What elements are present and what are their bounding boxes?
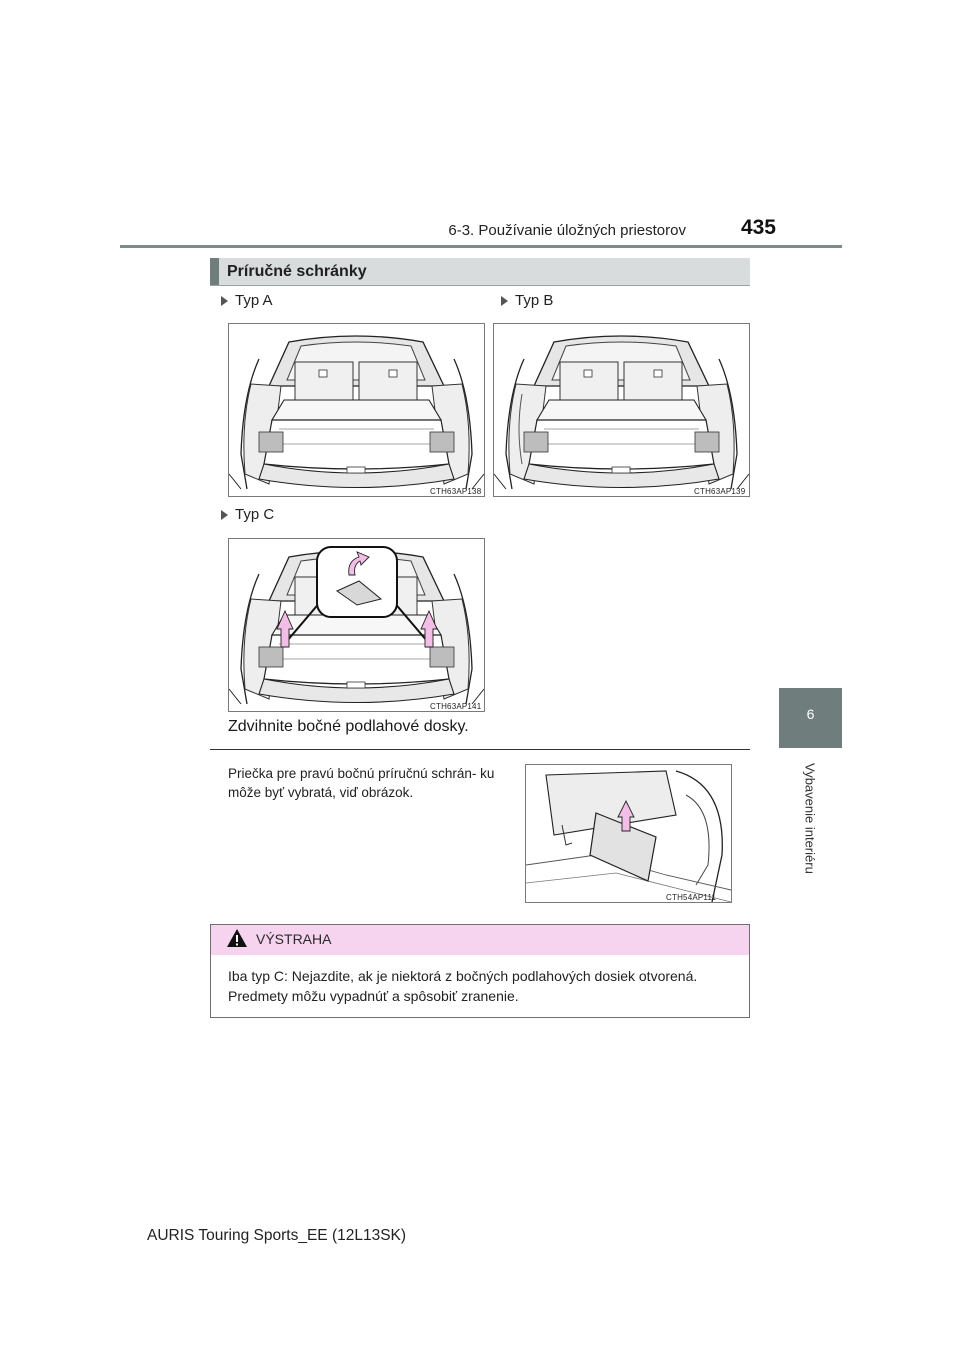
figure-code: CTH63AP138 [430,487,482,496]
figure-label-typ-a: Typ A [221,292,273,309]
chapter-title: Vybavenie interiéru [802,763,818,874]
chapter-tab [779,688,842,748]
note-text: Priečka pre pravú bočnú príručnú schrán-… [228,766,495,800]
figure-partition [525,764,732,903]
figure-label-typ-b: Typ B [501,292,553,309]
footer-model: AURIS Touring Sports_EE (12L13SK) [147,1227,407,1244]
warning-text: Iba typ C: Nejazdite, ak je niektorá z b… [228,968,698,1004]
chapter-number: 6 [806,706,815,722]
figure-code: CTH63AP141 [430,702,482,711]
figure-code: CTH63AP139 [694,487,746,496]
figure-label-typ-c: Typ C [221,506,274,523]
figure-typ-a [228,323,485,497]
warning-triangle-icon [227,929,247,947]
triangle-bullet-icon [221,295,228,306]
section-title: Príručné schránky [210,258,750,286]
figure-caption: Zdvihnite bočné podlahové dosky. [228,718,469,735]
figure-code: CTH54AP111 [666,893,717,902]
header-rule [120,245,842,248]
figure-typ-c [228,538,485,712]
warning-header [211,925,749,955]
section-title-rule [210,285,750,286]
page-number: 435 [740,216,776,239]
triangle-bullet-icon [501,295,508,306]
figure-typ-b [493,323,750,497]
running-header-section: 6-3. Používanie úložných priestorov [448,222,686,239]
triangle-bullet-icon [221,509,228,520]
warning-title: VÝSTRAHA [256,931,332,947]
divider [210,749,750,750]
